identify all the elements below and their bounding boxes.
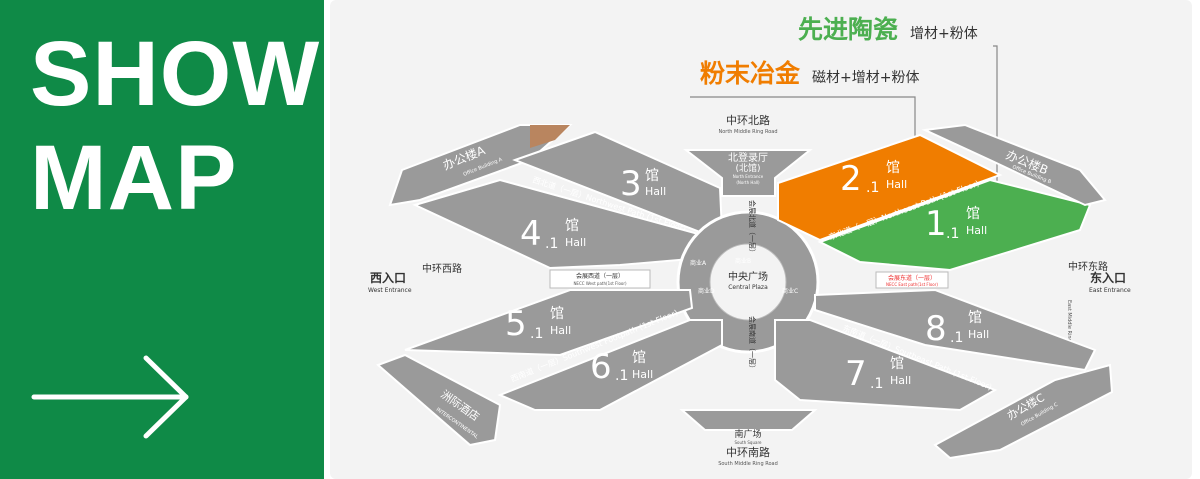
south-path-label: 会展南道（一层）	[748, 316, 757, 372]
title-line-map: MAP	[30, 127, 238, 229]
hall-1-1[interactable]	[817, 178, 1092, 272]
west-path-label: 会展西道（一层）	[576, 272, 624, 280]
hall-7-1-number: 7	[845, 354, 867, 394]
west-road-label: 中环西路	[422, 262, 462, 275]
hall-8-1[interactable]	[814, 288, 1097, 372]
hall-2-1-number: 2	[840, 159, 862, 199]
office-a-annex	[530, 125, 570, 148]
hall-7-1[interactable]	[774, 319, 998, 412]
hall-4-1-number: 4	[520, 214, 542, 254]
east-entrance-label: 东入口	[1090, 270, 1126, 285]
south-square-en: South Square	[735, 440, 763, 445]
hall-2-1-guan: 馆	[886, 160, 900, 176]
hall-5-1-guan: 馆	[550, 306, 564, 322]
legend-ceramics-title: 先进陶瓷	[798, 15, 898, 44]
intercontinental-hotel[interactable]	[376, 353, 502, 447]
hall-4-1-hall: Hall	[565, 236, 586, 249]
legend-ceramics-sub: 增材+粉体	[910, 26, 978, 42]
gate-b: 商业B	[735, 257, 751, 265]
hall-3-guan: 馆	[645, 168, 659, 184]
north-hall-label: 北登录厅	[728, 151, 768, 164]
hall-1-1-guan: 馆	[966, 206, 980, 222]
central-plaza-core	[709, 243, 787, 321]
east-path-box	[875, 271, 949, 289]
hall-6-1-number: 6	[590, 347, 612, 387]
west-entrance-label: 西入口	[370, 271, 406, 285]
south-road-en: South Middle Ring Road	[718, 461, 778, 467]
hall-1-1-hall: Hall	[966, 224, 987, 237]
north-hall-en: North Entrance	[733, 174, 764, 179]
south-road-label: 中环南路	[726, 446, 770, 459]
hall-6-1-hall: Hall	[632, 368, 653, 381]
show-map-panel[interactable]: SHOW MAP	[0, 0, 324, 479]
east-road-label: 中环东路	[1068, 260, 1108, 273]
east-road-en: East Middle Ring Road	[1066, 300, 1072, 356]
hall-8-1-hall: Hall	[968, 328, 989, 341]
hall-8-1-sub: .1	[950, 330, 963, 346]
east-entrance-en: East Entrance	[1089, 287, 1131, 294]
hall-8-1-number: 8	[925, 309, 947, 349]
right-arrow-icon[interactable]	[30, 352, 195, 442]
north-road-label: 中环北路	[726, 114, 770, 127]
hall-2-1[interactable]	[777, 133, 1003, 242]
hall-4-1-guan: 馆	[565, 218, 579, 234]
hall-6-1-guan: 馆	[632, 350, 646, 366]
south-square[interactable]	[679, 409, 818, 431]
show-map-title: SHOW MAP	[30, 22, 320, 230]
hall-3[interactable]	[512, 130, 724, 233]
legend-powder-sub: 磁材+增材+粉体	[812, 70, 919, 86]
gate-a: 商业A	[690, 259, 707, 267]
hall-5-1-number: 5	[505, 304, 527, 344]
north-hall-sub: (北馆)	[735, 162, 760, 174]
central-plaza-label: 中央广场	[728, 270, 768, 283]
central-plaza-en: Central Plaza	[728, 284, 768, 291]
hall-7-1-hall: Hall	[890, 374, 911, 387]
hall-3-hall: Hall	[645, 185, 666, 198]
hall-5-1[interactable]	[404, 289, 694, 357]
west-path-en: NECC West path(1st Floor)	[573, 281, 627, 286]
north-entrance-hall[interactable]	[683, 149, 813, 197]
north-hall-en2: (North Hall)	[736, 180, 760, 185]
venue-map-drawing: 先进陶瓷 增材+粉体 粉末冶金 磁材+增材+粉体 中环北路 North Midd…	[368, 15, 1131, 467]
hall-2-1-sub: .1	[866, 180, 879, 196]
north-path-label: 会展北道（一层）	[748, 200, 757, 256]
hall-2-1-hall: Hall	[886, 178, 907, 191]
hall-1-1-number: 1	[925, 204, 947, 244]
gate-d: 商业D	[698, 287, 715, 295]
hall-8-1-guan: 馆	[968, 310, 982, 326]
south-square-label: 南广场	[734, 428, 761, 440]
east-path-label: 会展东道（一层）	[888, 274, 936, 282]
title-line-show: SHOW	[30, 23, 321, 125]
hall-6-1-sub: .1	[615, 368, 628, 384]
venue-map: 先进陶瓷 增材+粉体 粉末冶金 磁材+增材+粉体 中环北路 North Midd…	[330, 0, 1192, 479]
hall-4-1-sub: .1	[545, 236, 558, 252]
hall-7-1-sub: .1	[870, 376, 883, 392]
office-building-b[interactable]	[921, 123, 1107, 207]
west-entrance-en: West Entrance	[368, 287, 412, 294]
hall-5-1-hall: Hall	[550, 324, 571, 337]
legend-powder-title: 粉末冶金	[700, 59, 801, 88]
hall-5-1-sub: .1	[530, 326, 543, 342]
north-road-en: North Middle Ring Road	[718, 129, 777, 135]
hall-1-1-sub: .1	[946, 226, 959, 242]
hall-6-1[interactable]	[497, 319, 723, 411]
east-path-en: NECC East path(1st Floor)	[886, 282, 938, 287]
hall-3-number: 3	[620, 164, 642, 204]
hall-7-1-guan: 馆	[890, 356, 904, 372]
office-building-c[interactable]	[933, 363, 1114, 460]
gate-c: 商业C	[782, 287, 798, 295]
west-path-box	[549, 269, 651, 289]
